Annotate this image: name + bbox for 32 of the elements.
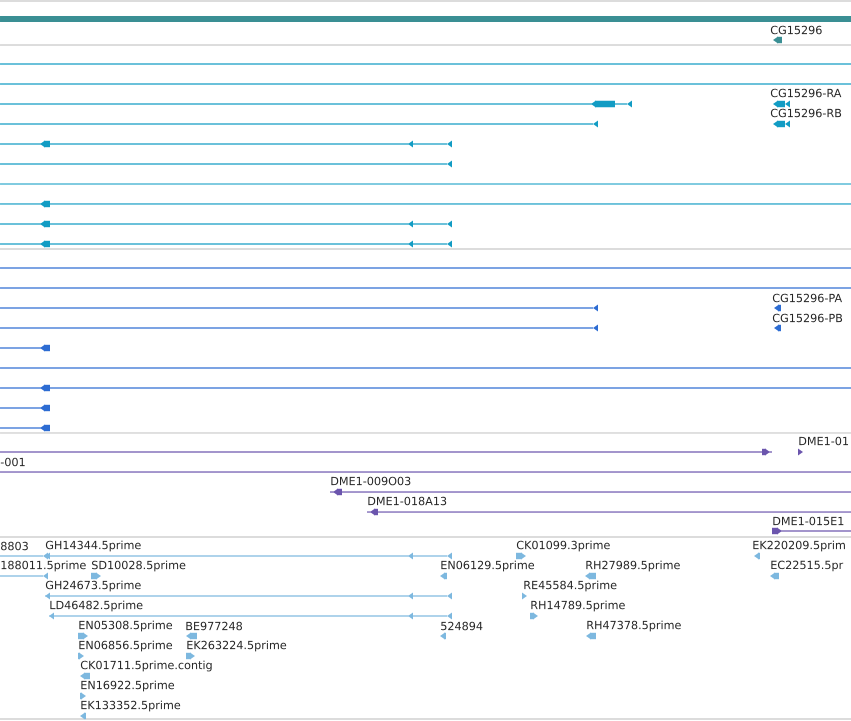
track-label: RH47378.5prime <box>587 620 681 632</box>
track-label: RH14789.5prime <box>531 600 625 612</box>
track-label: CG15296-RB <box>770 108 842 118</box>
track-label: EK220209.5prim <box>753 540 845 552</box>
track-label: 524894 <box>441 622 482 630</box>
track-label: CG15296-PA <box>772 294 842 302</box>
track-label: RE45584.5prime <box>524 580 616 592</box>
track-label: EN16922.5prime <box>81 680 174 692</box>
track-label: CG15296-PB <box>772 314 842 322</box>
track-label: EC22515.5pr <box>771 560 844 572</box>
track-label: GH24673.5prime <box>46 580 141 592</box>
track-label: BE977248 <box>186 622 242 630</box>
track-label: EK263224.5prime <box>187 640 286 652</box>
track-label: EN06129.5prime <box>441 560 534 572</box>
track-label: 8803 <box>1 542 28 550</box>
track-label: DME1-01 <box>799 436 848 446</box>
track-label: DME1-009O03 <box>331 476 410 486</box>
track-label: SD10028.5prime <box>92 560 186 572</box>
track-label: CG15296 <box>770 26 822 34</box>
track-label: DME1-015E1 <box>773 516 844 526</box>
track-label: LD46482.5prime <box>50 600 142 612</box>
track-label: DME1-018A13 <box>368 496 446 506</box>
track-label: 188011.5prime <box>2 560 86 572</box>
track-label: EK133352.5prime <box>81 700 180 712</box>
track-label: EN06856.5prime <box>79 640 172 652</box>
track-label: CG15296-RA <box>770 88 842 98</box>
track-label: RH27989.5prime <box>586 560 680 572</box>
track-label: EN05308.5prime <box>79 620 172 632</box>
track-label: GH14344.5prime <box>46 540 141 552</box>
track-label: -001 <box>0 458 25 466</box>
track-label: CK01711.5prime.contig <box>80 660 212 672</box>
track-label: CK01099.3prime <box>516 540 610 552</box>
